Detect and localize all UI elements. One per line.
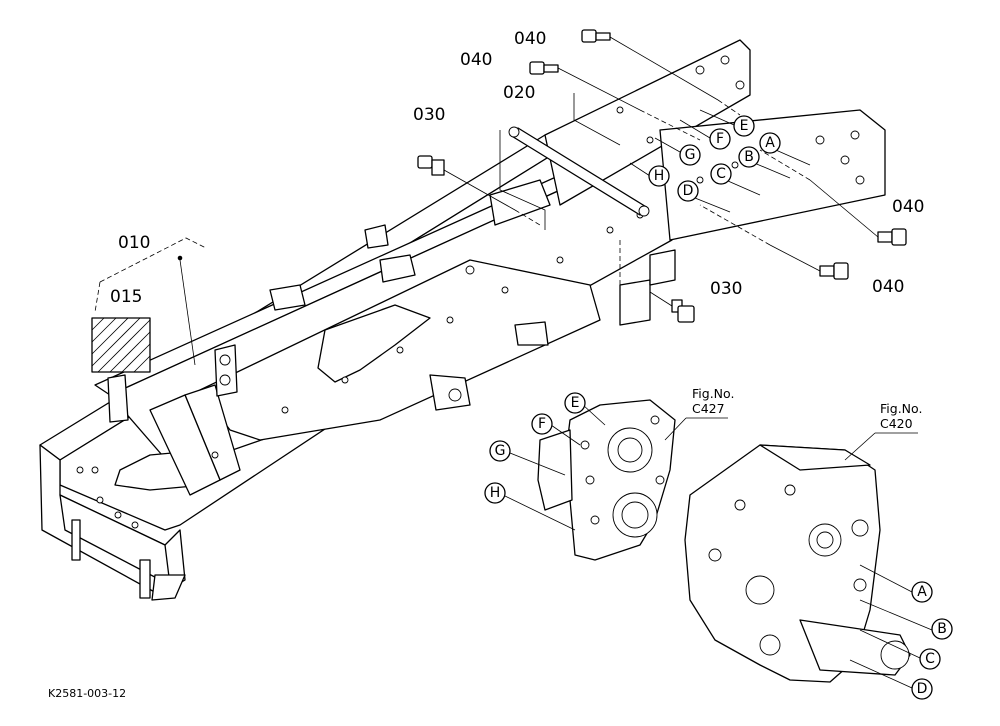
- part-label-020: 020: [503, 83, 535, 103]
- callout-h-case: H: [490, 485, 501, 501]
- callout-e-case: E: [571, 395, 580, 411]
- shaft-020: [508, 126, 650, 217]
- bolt-icon-030-right: [671, 299, 695, 323]
- callout-b-case: B: [937, 621, 947, 637]
- part-label-010: 010: [118, 233, 150, 253]
- callout-g-frame: G: [685, 147, 696, 163]
- callout-g-case: G: [495, 443, 506, 459]
- fig-caption-right: Fig.No.: [880, 401, 922, 416]
- part-label-015: 015: [110, 287, 142, 307]
- bolt-icon-030-left: [417, 155, 445, 176]
- transmission-case-c420: [684, 444, 911, 683]
- fig-number-right: C420: [880, 416, 913, 431]
- part-label-040-second: 040: [460, 50, 492, 70]
- part-label-030-right: 030: [710, 279, 742, 299]
- drawing-code: K2581-003-12: [48, 687, 126, 700]
- callout-d-frame: D: [683, 183, 694, 199]
- bolt-icon-040-second: [529, 61, 559, 75]
- callout-a-case: A: [917, 584, 927, 600]
- transmission-case-c427: [537, 399, 676, 561]
- callout-b-frame: B: [744, 149, 754, 165]
- callout-f-frame: F: [716, 131, 724, 147]
- fig-caption-left: Fig.No.: [692, 386, 734, 401]
- frame-holes: [76, 55, 865, 529]
- bolt-icon-040-right-lower: [819, 262, 849, 280]
- fig-number-left: C427: [692, 401, 725, 416]
- callout-circles: E F G H A B C D E F G H A B C D: [484, 115, 953, 700]
- label-sticker-015: [91, 317, 151, 373]
- part-label-040-right-upper: 040: [892, 197, 924, 217]
- callout-h-frame: H: [654, 168, 665, 184]
- bolt-icon-040-right-upper: [877, 228, 907, 246]
- callout-e-frame: E: [740, 118, 749, 134]
- bolt-icon-040-top: [581, 29, 611, 43]
- part-label-040-top: 040: [514, 29, 546, 49]
- part-label-040-right-lower: 040: [872, 277, 904, 297]
- leader-lines: [94, 36, 933, 689]
- callout-f-case: F: [538, 416, 546, 432]
- callout-c-frame: C: [716, 166, 726, 182]
- callout-d-case: D: [917, 681, 928, 697]
- frame-assembly: [39, 39, 886, 601]
- part-label-030-left: 030: [413, 105, 445, 125]
- callout-c-case: C: [925, 651, 935, 667]
- callout-a-frame: A: [765, 135, 775, 151]
